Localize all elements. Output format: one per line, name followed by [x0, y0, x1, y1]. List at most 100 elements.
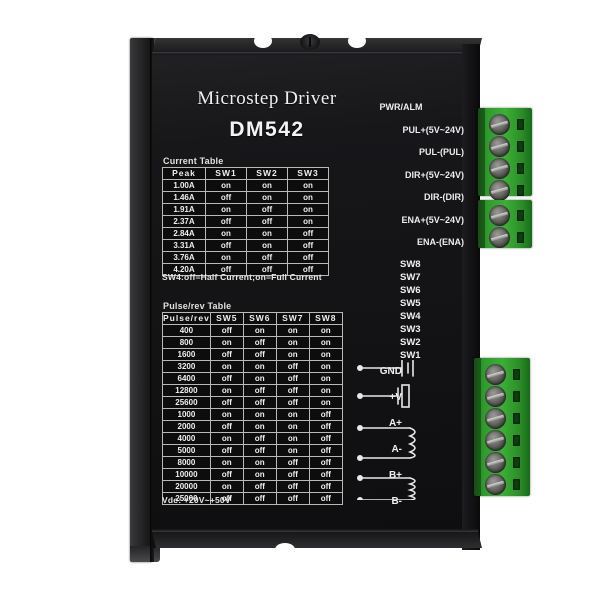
pulse-table-cell: 12800	[163, 385, 210, 396]
pulse-table-cell: on	[309, 325, 342, 336]
screw-slot-icon	[490, 164, 509, 173]
power-terminal-screw[interactable]	[485, 408, 506, 429]
mounting-notch-bottom	[275, 543, 295, 556]
terminal-block-control-upper[interactable]	[478, 108, 532, 201]
screw-slot-icon	[486, 414, 505, 423]
pulse-table-cell: 5000	[163, 445, 210, 456]
power-label-gnd: GND	[379, 366, 402, 377]
pulse-table-cell: off	[309, 493, 342, 504]
pulse-table-header-pulse-rev: Pulse/rev	[163, 313, 210, 324]
current-table-cell: 2.37A	[163, 216, 205, 227]
control-terminal-screw[interactable]	[489, 227, 510, 248]
screw-slot-icon	[486, 392, 505, 401]
screw-slot-icon	[486, 458, 505, 467]
pulse-table-cell: on	[210, 337, 243, 348]
chassis-screw-icon	[300, 34, 320, 50]
current-table-cell: 1.46A	[163, 192, 205, 203]
power-terminal-screw[interactable]	[485, 430, 506, 451]
power-terminal-screw[interactable]	[485, 364, 506, 385]
dip-switch-label-sw3: SW3	[400, 324, 421, 335]
pulse-table-cell: 8000	[163, 457, 210, 468]
power-terminal-screw[interactable]	[485, 474, 506, 495]
pulse-table-cell: on	[243, 325, 276, 336]
pulse-table-cell: off	[309, 457, 342, 468]
pulse-table-cell: off	[210, 493, 243, 504]
current-table-cell: on	[206, 252, 246, 263]
vdc-note: Vdc: +20V~+50V	[162, 495, 231, 505]
current-table-cell: 2.84A	[163, 228, 205, 239]
control-terminal-screw[interactable]	[489, 180, 510, 201]
control-terminal-wire-slot[interactable]	[517, 185, 524, 196]
pulse-table-cell: off	[276, 385, 309, 396]
terminal-block-control-lower[interactable]	[478, 200, 532, 248]
chassis-bottom-edge-line	[152, 529, 478, 532]
power-terminal-wire-slot[interactable]	[513, 435, 520, 446]
pulse-table-cell: on	[276, 409, 309, 420]
current-table-cell: on	[288, 180, 328, 191]
pulse-table-cell: 25600	[163, 397, 210, 408]
power-label-bplus: B+	[388, 470, 402, 481]
pulse-table-cell: on	[210, 385, 243, 396]
power-terminal-screw[interactable]	[485, 452, 506, 473]
power-label-aminus: A-	[391, 444, 402, 455]
control-terminal-screw[interactable]	[489, 114, 510, 135]
pulse-table-cell: on	[243, 361, 276, 372]
control-terminal-wire-slot[interactable]	[517, 210, 524, 221]
terminal-block-power-motor[interactable]	[474, 358, 530, 496]
dip-switch-label-sw4: SW4	[400, 311, 421, 322]
control-terminal-screw[interactable]	[489, 136, 510, 157]
control-terminal-screw[interactable]	[489, 158, 510, 179]
current-table-cell: off	[247, 204, 287, 215]
current-table-cell: off	[206, 264, 246, 275]
pulse-table-cell: off	[309, 433, 342, 444]
pulse-table-header-sw7: SW7	[276, 313, 309, 324]
current-table-cell: 4.20A	[163, 264, 205, 275]
control-terminal-wire-slot[interactable]	[517, 119, 524, 130]
control-terminal-wire-slot[interactable]	[517, 141, 524, 152]
pulse-table-cell: on	[210, 409, 243, 420]
mounting-bracket	[130, 38, 152, 562]
dip-switch-label-sw5: SW5	[400, 298, 421, 309]
pulse-table-cell: on	[309, 361, 342, 372]
pulse-table-cell: off	[210, 445, 243, 456]
pulse-table-cell: off	[276, 457, 309, 468]
pulse-table-cell: on	[243, 469, 276, 480]
current-table-cell: on	[288, 216, 328, 227]
dip-switch-label-sw1: SW1	[400, 350, 421, 361]
pulse-table-cell: 20000	[163, 481, 210, 492]
pulse-table-cell: on	[210, 433, 243, 444]
control-terminal-wire-slot[interactable]	[517, 163, 524, 174]
dip-switch-label-sw8: SW8	[400, 259, 421, 270]
current-table-cell: off	[206, 240, 246, 251]
power-terminal-wire-slot[interactable]	[513, 369, 520, 380]
power-terminal-wire-slot[interactable]	[513, 391, 520, 402]
pulse-table-cell: off	[243, 337, 276, 348]
screw-slot-icon	[490, 142, 509, 151]
current-table-cell: on	[247, 240, 287, 251]
power-terminal-wire-slot[interactable]	[513, 457, 520, 468]
control-terminal-wire-slot[interactable]	[517, 232, 524, 243]
chassis-bottom-bevel	[152, 532, 482, 548]
power-terminal-screw[interactable]	[485, 386, 506, 407]
pulse-table-cell: on	[210, 457, 243, 468]
pulse-table-cell: 400	[163, 325, 210, 336]
power-terminal-wire-slot[interactable]	[513, 413, 520, 424]
pulse-table-cell: on	[243, 373, 276, 384]
control-terminal-screw[interactable]	[489, 205, 510, 226]
power-terminal-wire-slot[interactable]	[513, 479, 520, 490]
signal-label-ena+-5v-24v: ENA+(5V~24V)	[401, 214, 464, 225]
current-table-cell: off	[288, 240, 328, 251]
power-label-aplus: A+	[388, 418, 402, 429]
current-table-cell: on	[247, 228, 287, 239]
pulse-table-cell: on	[309, 337, 342, 348]
